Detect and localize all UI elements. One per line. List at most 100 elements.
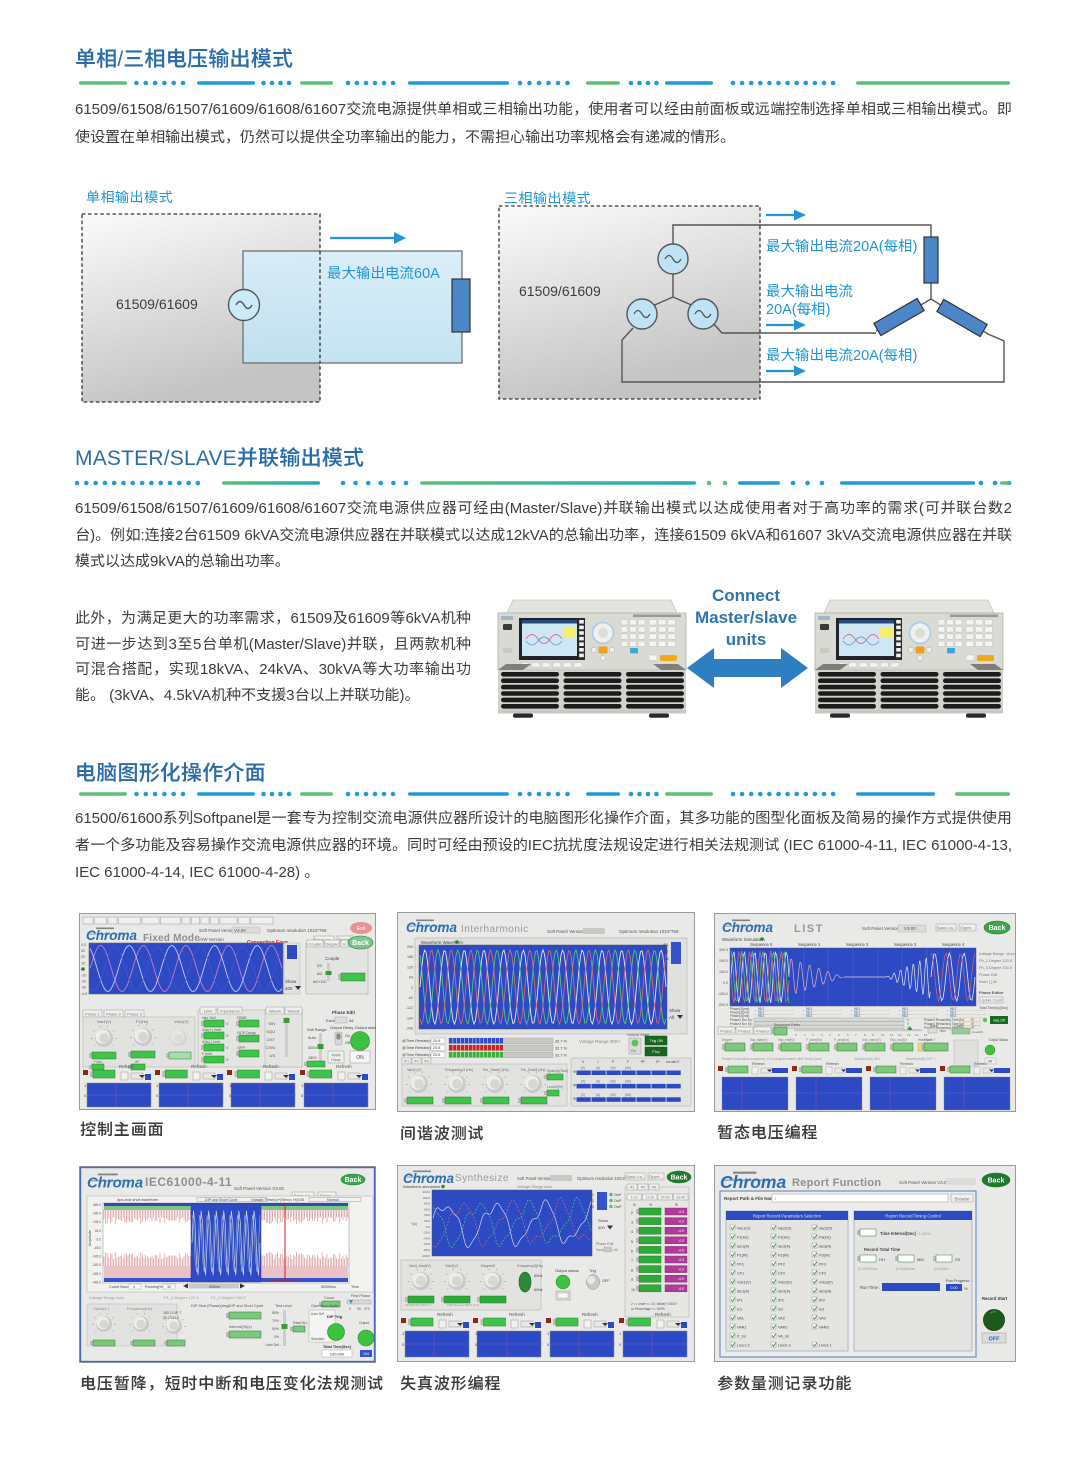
svg-text:CSIN: CSIN xyxy=(265,1045,275,1050)
svg-text:HH: HH xyxy=(879,1257,885,1262)
svg-text:98.2: 98.2 xyxy=(854,1011,860,1015)
svg-text:Ph_3 Degree 240.0: Ph_3 Degree 240.0 xyxy=(979,966,1012,970)
svg-text:Frequency(Hz): Frequency(Hz) xyxy=(127,1307,153,1311)
svg-text:Output: Output xyxy=(359,1321,369,1325)
svg-text:Phase Edit: Phase Edit xyxy=(596,1242,613,1246)
svg-text:Ph_2 Degree 120.0: Ph_2 Degree 120.0 xyxy=(979,959,1012,963)
svg-text:20: 20 xyxy=(81,955,85,959)
svg-text:Φ1: Φ1 xyxy=(630,1186,635,1190)
svg-text:10: 10 xyxy=(81,961,85,965)
svg-text:Total Time(Sec): Total Time(Sec) xyxy=(323,1345,352,1349)
svg-text:20.8: 20.8 xyxy=(433,1039,440,1043)
svg-text:Frequency3(Hz): Frequency3(Hz) xyxy=(517,1264,543,1268)
svg-text:-245.0: -245.0 xyxy=(92,1263,101,1267)
svg-text:(VA): (VA) xyxy=(625,1093,631,1097)
svg-text:-20.0: -20.0 xyxy=(423,1231,430,1235)
svg-text:DIP and Short Cycle: DIP and Short Cycle xyxy=(229,1304,263,1308)
svg-text:units: units xyxy=(726,630,767,649)
svg-text:Waveform(A) SIN: Waveform(A) SIN xyxy=(854,1057,880,1061)
svg-text:-0.0: -0.0 xyxy=(678,1229,684,1233)
svg-text:Output Status: Output Status xyxy=(989,1038,1009,1042)
svg-text:Show: Show xyxy=(598,1218,608,1223)
svg-text:Vdc_start (V): Vdc_start (V) xyxy=(862,1038,881,1042)
svg-text:ON: ON xyxy=(356,1055,364,1061)
svg-text:Vac1(V): Vac1(V) xyxy=(737,1227,751,1231)
svg-text:Time: Time xyxy=(939,1029,946,1033)
svg-text:Apply: Apply xyxy=(332,1053,341,1057)
svg-text:F_start(Hz): F_start(Hz) xyxy=(806,1038,822,1042)
svg-text:VA2: VA2 xyxy=(778,1317,785,1321)
svg-text:Voltage Range Auto: Voltage Range Auto xyxy=(89,1295,125,1300)
svg-text:(VA): (VA) xyxy=(625,1066,631,1070)
svg-text:Voltage(s) Effect(s): Voltage(s) Effect(s) xyxy=(269,1278,298,1282)
svg-text:Phase3 final active sequence:: Phase3 final active sequence: 4 No progr… xyxy=(722,1057,822,1061)
svg-text:Disap: Disap xyxy=(331,1058,340,1062)
svg-text:11: 11 xyxy=(890,1033,893,1037)
svg-text:0: 0 xyxy=(907,1018,909,1022)
svg-text:-0.0: -0.0 xyxy=(678,1258,684,1262)
svg-text:300V: 300V xyxy=(308,1046,317,1050)
svg-text:2: 2 xyxy=(812,1033,814,1037)
svg-text:(W): (W) xyxy=(610,1066,615,1070)
svg-text:Open...: Open... xyxy=(649,1175,664,1180)
svg-text:Soft Panel Version: Soft Panel Version xyxy=(517,1176,552,1181)
svg-text:98.2: 98.2 xyxy=(950,1014,956,1018)
svg-text:Phase(3)(ms): Phase(3)(ms) xyxy=(730,1014,749,1018)
svg-text:5: 5 xyxy=(838,1033,840,1037)
svg-text:OCP Delay: OCP Delay xyxy=(237,1031,256,1035)
svg-text:Waveform simulation: Waveform simulation xyxy=(403,1184,440,1189)
svg-text:-0.0: -0.0 xyxy=(678,1277,684,1281)
svg-text:Each: Each xyxy=(596,1248,604,1252)
svg-text:Count: Count xyxy=(324,1296,335,1300)
svg-text:Sequence 3: Sequence 3 xyxy=(894,942,917,947)
svg-text:0.0: 0.0 xyxy=(426,1225,431,1229)
svg-text:150V: 150V xyxy=(308,1056,317,1060)
svg-text:Soft Panel Version V3.00: Soft Panel Version V3.00 xyxy=(234,1186,285,1191)
svg-text:0: 0 xyxy=(349,1307,351,1311)
svg-text:Save As..: Save As.. xyxy=(625,1175,644,1180)
svg-text:-246: -246 xyxy=(406,1027,413,1031)
svg-text:Output State: Output State xyxy=(627,1032,650,1037)
svg-text:-445.0: -445.0 xyxy=(92,1280,101,1284)
svg-text:32.7 %: 32.7 % xyxy=(555,1040,567,1044)
svg-text:Waveform Waveform: Waveform Waveform xyxy=(421,940,463,945)
svg-text:0.0: 0.0 xyxy=(723,981,728,985)
svg-text:(W): (W) xyxy=(610,1093,615,1097)
svg-text:Φ3: Φ3 xyxy=(652,1186,657,1190)
svg-text:Phase 1: Phase 1 xyxy=(85,1012,100,1017)
svg-text:Line2-3: Line2-3 xyxy=(778,1344,791,1348)
svg-text:CF1: CF1 xyxy=(737,1272,744,1276)
svg-text:On/F: On/F xyxy=(614,1199,622,1203)
svg-text:-184: -184 xyxy=(406,1016,413,1020)
svg-text:Open...: Open... xyxy=(960,926,975,931)
svg-text:20.0: 20.0 xyxy=(424,1219,430,1223)
svg-text:(A): (A) xyxy=(596,1093,600,1097)
svg-text:F2(Hz): F2(Hz) xyxy=(778,1236,790,1240)
svg-text:98.2: 98.2 xyxy=(758,1011,764,1015)
svg-text:180.2 DIP-T: 180.2 DIP-T xyxy=(163,1311,181,1315)
svg-text:4.0: 4.0 xyxy=(81,943,86,947)
svg-text:Off: Off xyxy=(345,1041,351,1045)
svg-text:1: 1 xyxy=(229,1083,232,1088)
svg-text:Line3-1: Line3-1 xyxy=(819,1344,832,1348)
svg-text:Amplitude: Amplitude xyxy=(88,1230,92,1246)
svg-text:Vstart(V ): Vstart(V ) xyxy=(93,1307,110,1311)
svg-text:F1(Hz): F1(Hz) xyxy=(737,1236,749,1240)
svg-text:Degree: Degree xyxy=(325,942,339,947)
svg-text:0% -: 0% - xyxy=(274,1335,281,1339)
svg-text:Φ1: Φ1 xyxy=(573,1069,579,1074)
svg-text:DIP Trig: DIP Trig xyxy=(327,1314,343,1319)
svg-text:80.0: 80.0 xyxy=(424,1202,430,1206)
svg-text:(VA): (VA) xyxy=(625,1079,631,1083)
svg-text:98.2: 98.2 xyxy=(758,1007,764,1011)
svg-text:Connect: Connect xyxy=(712,586,780,605)
svg-text:Vac_end(V): Vac_end(V) xyxy=(778,1038,795,1042)
svg-text:Φ3: Φ3 xyxy=(663,956,669,961)
svg-text:VA3: VA3 xyxy=(819,1317,826,1321)
svg-text:Standard: Standard xyxy=(311,1337,325,1341)
svg-text:(V): (V) xyxy=(581,1079,585,1083)
svg-text:Vac_start(V): Vac_start(V) xyxy=(750,1038,767,1042)
svg-text:0: 0 xyxy=(619,1342,622,1347)
svg-text:(0-1000)hour: (0-1000)hour xyxy=(858,1267,878,1271)
svg-text:Phase3 Nor Ep:: Phase3 Nor Ep: xyxy=(730,1018,753,1022)
